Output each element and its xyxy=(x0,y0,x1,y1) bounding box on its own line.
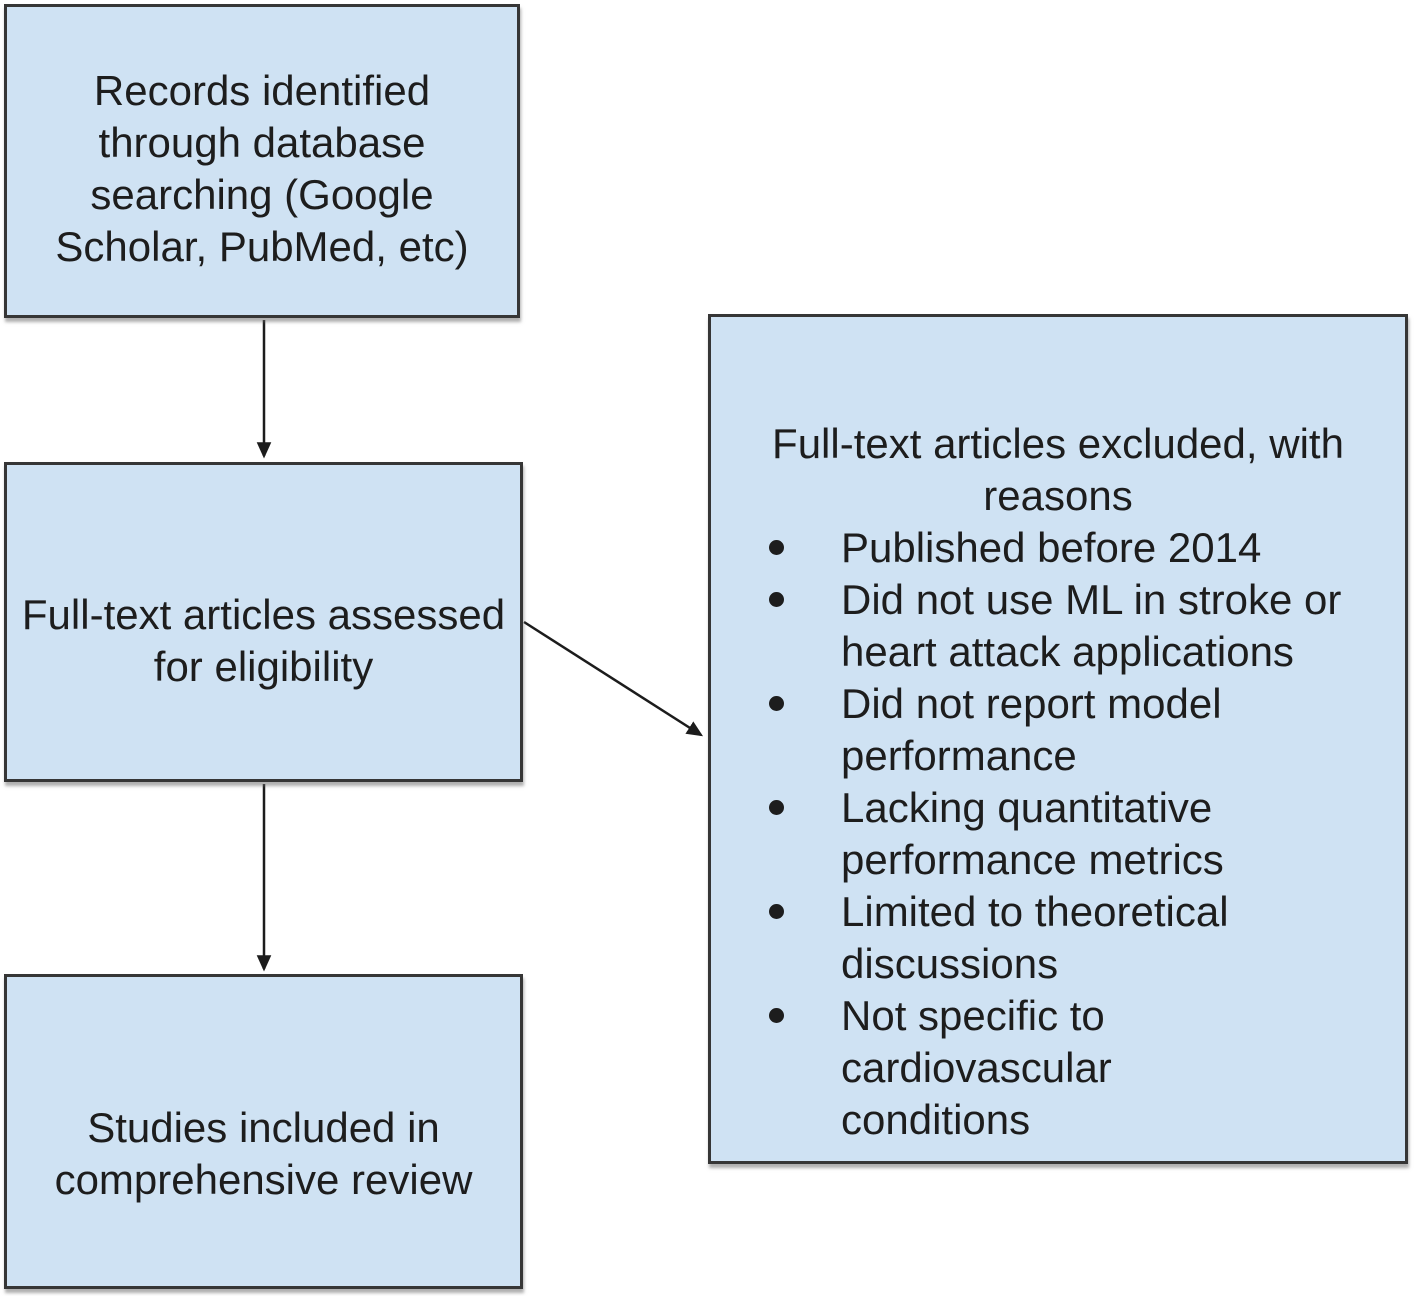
fulltext-excluded-title: Full-text articles excluded, with reason… xyxy=(772,420,1344,519)
exclusion-reason-item: Published before 2014 xyxy=(769,522,1385,574)
studies-included-text: Studies included in comprehensive review xyxy=(54,1103,473,1203)
fulltext-assessed-box: Full-text articles assessed for eligibil… xyxy=(4,462,523,782)
exclusion-reason-item: Lacking quantitative performance metrics xyxy=(769,782,1385,886)
records-identified-text: Records identified through database sear… xyxy=(55,67,469,270)
exclusion-reason-item: Did not report model performance xyxy=(769,678,1385,782)
studies-included-box: Studies included in comprehensive review xyxy=(4,974,523,1289)
exclusion-reason-item: Limited to theoretical discussions xyxy=(769,886,1385,990)
exclusion-reason-item: Not specific to cardiovascular condition… xyxy=(769,990,1385,1146)
fulltext-excluded-box: Full-text articles excluded, with reason… xyxy=(708,314,1408,1164)
arrow-assessed-to-excluded xyxy=(523,620,704,737)
exclusion-reason-item: Did not use ML in stroke or heart attack… xyxy=(769,574,1385,678)
fulltext-assessed-text: Full-text articles assessed for eligibil… xyxy=(21,591,506,690)
records-identified-box: Records identified through database sear… xyxy=(4,4,520,318)
